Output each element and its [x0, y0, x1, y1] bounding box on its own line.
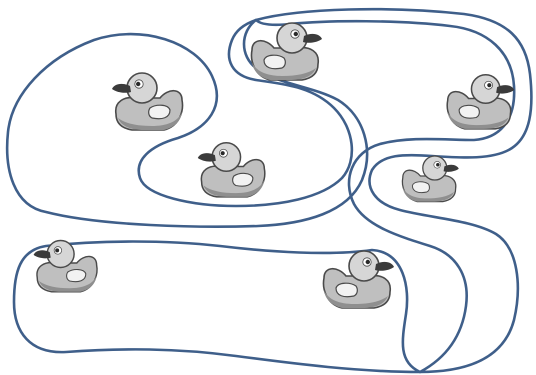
duck-3-icon: [446, 73, 515, 130]
duck-5-icon: [401, 155, 460, 203]
ducks: [32, 22, 515, 309]
region-bottom-outline: [12, 240, 422, 374]
region-upper-left-outline: [5, 18, 369, 228]
duck-2-icon: [250, 22, 323, 81]
duck-6-icon: [32, 239, 98, 293]
duck-4-icon: [197, 141, 266, 198]
region-outlines: [5, 7, 533, 374]
region-right-upper-outline: [254, 7, 533, 374]
duck-1-icon: [111, 72, 184, 131]
duck-7-icon: [322, 250, 395, 309]
